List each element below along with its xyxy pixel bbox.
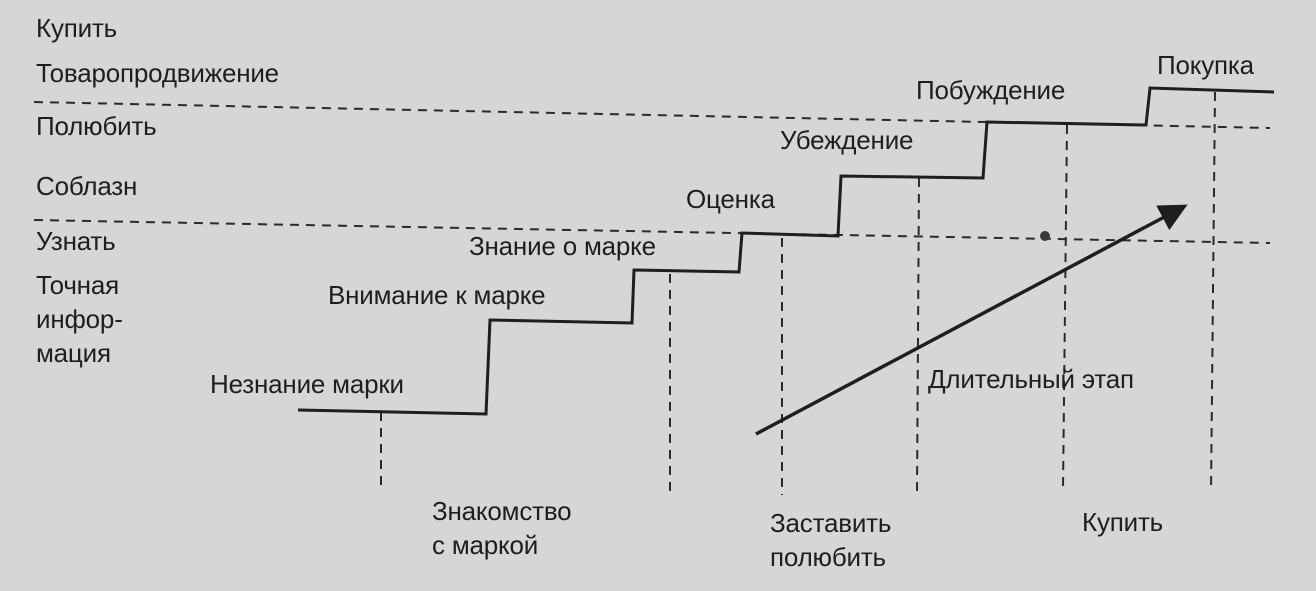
stage-label-attention: Внимание к марке	[328, 280, 546, 310]
stage-label-evaluation: Оценка	[686, 184, 775, 214]
vertical-dashed-6	[1210, 91, 1216, 493]
stage-label-motivation: Побуждение	[916, 75, 1066, 105]
vertical-dashed-4	[916, 177, 920, 496]
stage-label-unaware: Незнание марки	[210, 369, 404, 399]
phase-label-acquaint: Знакомство с маркой	[432, 496, 572, 560]
vertical-dashed-5	[1062, 124, 1068, 491]
stage-label-conviction: Убеждение	[780, 125, 914, 155]
level-label-promotion: Товаропродвижение	[36, 58, 279, 88]
level-label-buy: Купить	[36, 13, 118, 43]
stage-label-knowledge: Знание о марке	[469, 231, 656, 261]
level-label-seduction: Соблазн	[36, 171, 138, 201]
phase-label-make-love: Заставить полюбить	[770, 508, 892, 572]
level-label-know: Узнать	[36, 226, 116, 256]
progress-arrow	[755, 204, 1188, 436]
staircase-line	[297, 86, 1275, 416]
divider-seduce-know	[33, 219, 1271, 244]
phase-label-buy: Купить	[1082, 507, 1164, 537]
level-label-precise-info: Точная инфор- мация	[36, 270, 123, 368]
stage-label-purchase: Покупка	[1157, 50, 1254, 80]
annotation-long-stage: Длительный этап	[928, 364, 1134, 394]
marker-dot	[1040, 231, 1050, 241]
level-label-love: Полюбить	[36, 111, 157, 141]
